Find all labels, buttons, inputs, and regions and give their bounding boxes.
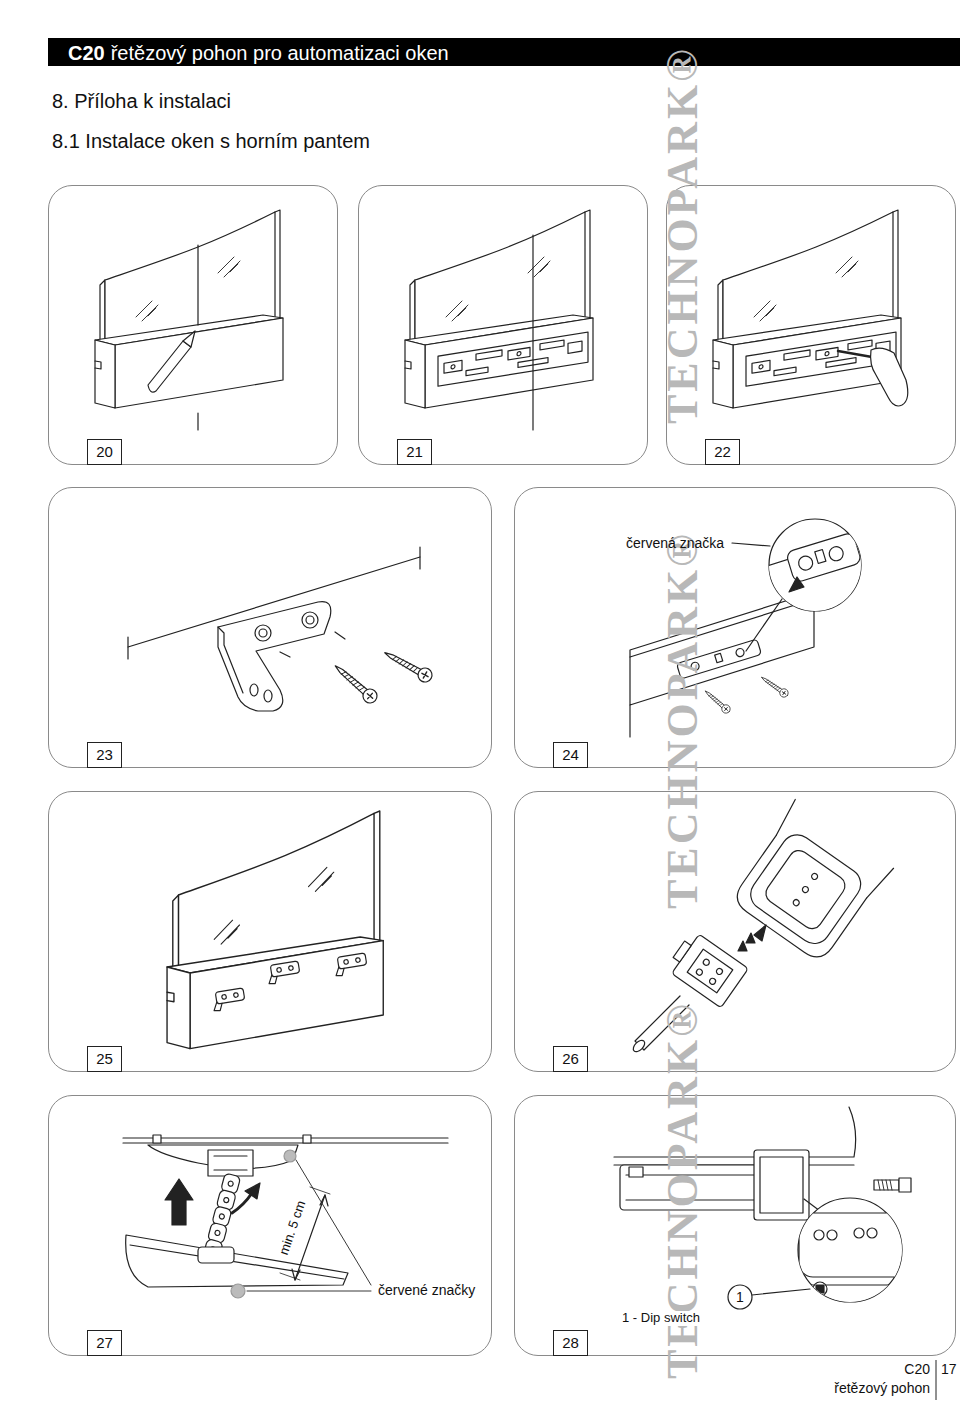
watermark: TECHNOPARK®	[661, 531, 705, 909]
callout-label: červené značky	[378, 1282, 475, 1298]
footer-model: C20	[904, 1361, 930, 1377]
step-number: 21	[397, 439, 432, 465]
step-number: 24	[553, 742, 588, 768]
step-panel: 28	[514, 1095, 956, 1356]
step-number: 23	[87, 742, 122, 768]
callout-label: 1 - Dip switch	[620, 1311, 702, 1326]
header-title: řetězový pohon pro automatizaci oken	[111, 42, 449, 65]
step-panel: 21	[358, 185, 648, 465]
chapter-heading: 8. Příloha k instalaci	[52, 90, 231, 113]
dimension-label: min. 5 cm	[277, 1199, 309, 1257]
step-number: 22	[705, 439, 740, 465]
watermark: TECHNOPARK®	[661, 46, 705, 424]
page-number: 17	[941, 1361, 957, 1377]
step-panel: 24	[514, 487, 956, 768]
step-number: 25	[87, 1046, 122, 1072]
footer-title: řetězový pohon	[834, 1380, 930, 1396]
section-heading: 8.1 Instalace oken s horním pantem	[52, 130, 370, 153]
step-number: 28	[553, 1330, 588, 1356]
header-model: C20	[68, 42, 105, 65]
callout-label: červená značka	[626, 535, 724, 551]
step-panel: 25	[48, 791, 492, 1072]
step-panel: 23	[48, 487, 492, 768]
callout-number: 1	[736, 1289, 744, 1305]
step-number: 26	[553, 1046, 588, 1072]
step-panel: 20	[48, 185, 338, 465]
step-panel: 22	[666, 185, 956, 465]
step-panel: 27	[48, 1095, 492, 1356]
step-number: 20	[87, 439, 122, 465]
step-panel: 26	[514, 791, 956, 1072]
step-number: 27	[87, 1330, 122, 1356]
